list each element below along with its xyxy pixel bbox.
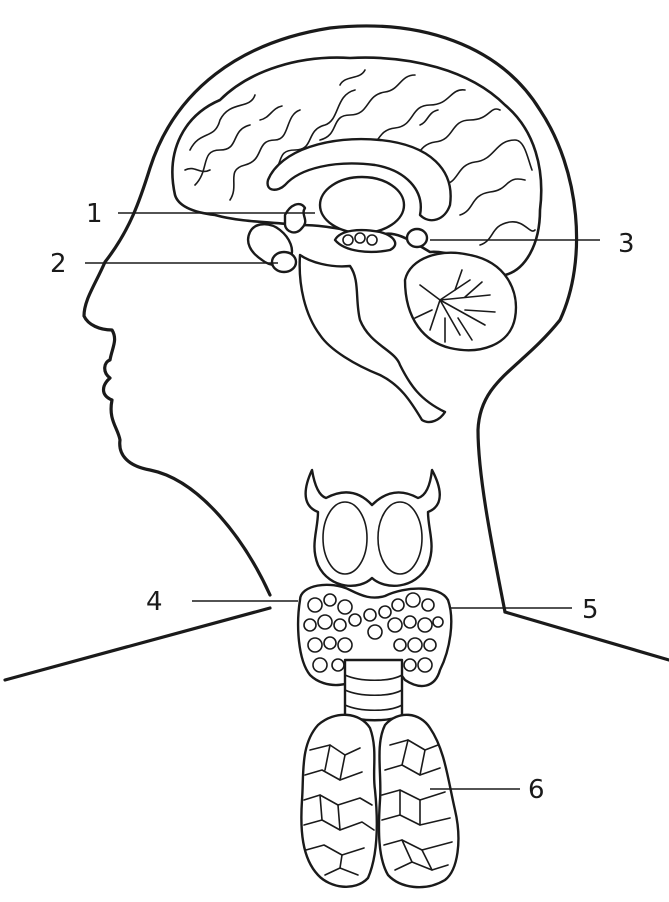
thalamus [320, 177, 404, 233]
pineal-gland [407, 229, 427, 247]
label-3: 3 [618, 229, 635, 259]
hypothalamus [285, 204, 305, 232]
label-6: 6 [528, 775, 545, 805]
left-shoulder [5, 608, 270, 680]
fornix [335, 230, 395, 252]
pituitary-gland [272, 252, 296, 272]
trachea [345, 660, 402, 720]
larynx [306, 470, 440, 586]
label-1: 1 [86, 199, 103, 229]
label-2: 2 [50, 249, 67, 279]
label-5: 5 [582, 595, 599, 625]
label-4: 4 [146, 587, 163, 617]
thymus-right-lobe [379, 715, 458, 887]
